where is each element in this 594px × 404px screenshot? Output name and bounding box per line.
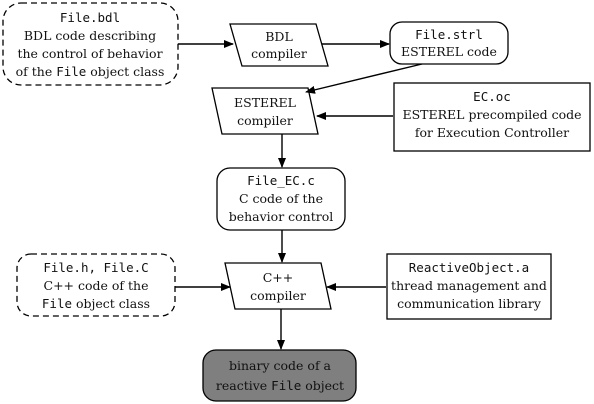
file-bdl-desc-line1: BDL code describing bbox=[24, 28, 156, 43]
arrows bbox=[175, 40, 423, 350]
cpp-compiler-line2: compiler bbox=[250, 288, 306, 303]
file-bdl-desc-line3: of the File object class bbox=[16, 64, 165, 79]
binary-node: binary code of a reactive File object bbox=[202, 349, 357, 402]
file-h-c-desc-line2: File object class bbox=[42, 296, 150, 311]
file-strl-desc: ESTEREL code bbox=[401, 44, 497, 59]
file-h-c-filenames: File.h, File.C bbox=[43, 260, 148, 275]
binary-desc-line1: binary code of a bbox=[229, 358, 332, 373]
esterel-compiler-line2: compiler bbox=[237, 113, 293, 128]
file-strl-node: File.strl ESTEREL code bbox=[389, 21, 509, 65]
bdl-compiler-line1: BDL bbox=[265, 29, 293, 44]
esterel-compiler-node: ESTEREL compiler bbox=[211, 87, 319, 135]
binary-desc-line2: reactive File object bbox=[216, 378, 344, 393]
file-h-c-desc-line1: C++ code of the bbox=[44, 278, 149, 293]
file-bdl-filename: File.bdl bbox=[60, 10, 120, 25]
ec-oc-node: EC.oc ESTEREL precompiled code for Execu… bbox=[393, 82, 591, 152]
arrow-filestrl-to-esterelcompiler bbox=[305, 63, 423, 94]
file-strl-filename: File.strl bbox=[415, 27, 483, 42]
cpp-compiler-line1: C++ bbox=[263, 270, 294, 285]
reactive-object-desc-line2: communication library bbox=[397, 296, 542, 311]
reactive-object-desc-line1: thread management and bbox=[391, 278, 547, 293]
reactive-object-node: ReactiveObject.a thread management and c… bbox=[386, 253, 552, 320]
file-h-c-node: File.h, File.C C++ code of the File obje… bbox=[16, 253, 176, 317]
file-bdl-node: File.bdl BDL code describing the control… bbox=[2, 2, 179, 86]
reactive-object-filename: ReactiveObject.a bbox=[409, 260, 529, 275]
ec-oc-filename: EC.oc bbox=[473, 89, 511, 104]
cpp-compiler-node: C++ compiler bbox=[224, 262, 332, 310]
ec-oc-desc-line2: for Execution Controller bbox=[415, 125, 569, 140]
file-ec-c-filename: File_EC.c bbox=[247, 173, 315, 188]
bdl-compiler-line2: compiler bbox=[251, 46, 307, 61]
file-ec-c-node: File_EC.c C code of the behavior control bbox=[216, 167, 346, 231]
file-bdl-desc-line2: the control of behavior bbox=[17, 46, 162, 61]
esterel-compiler-line1: ESTEREL bbox=[234, 95, 296, 110]
file-ec-c-desc-line2: behavior control bbox=[229, 209, 334, 224]
file-ec-c-desc-line1: C code of the bbox=[239, 191, 323, 206]
bdl-compiler-node: BDL compiler bbox=[229, 23, 329, 67]
ec-oc-desc-line1: ESTEREL precompiled code bbox=[402, 107, 581, 122]
binary-node-shape bbox=[202, 349, 357, 402]
